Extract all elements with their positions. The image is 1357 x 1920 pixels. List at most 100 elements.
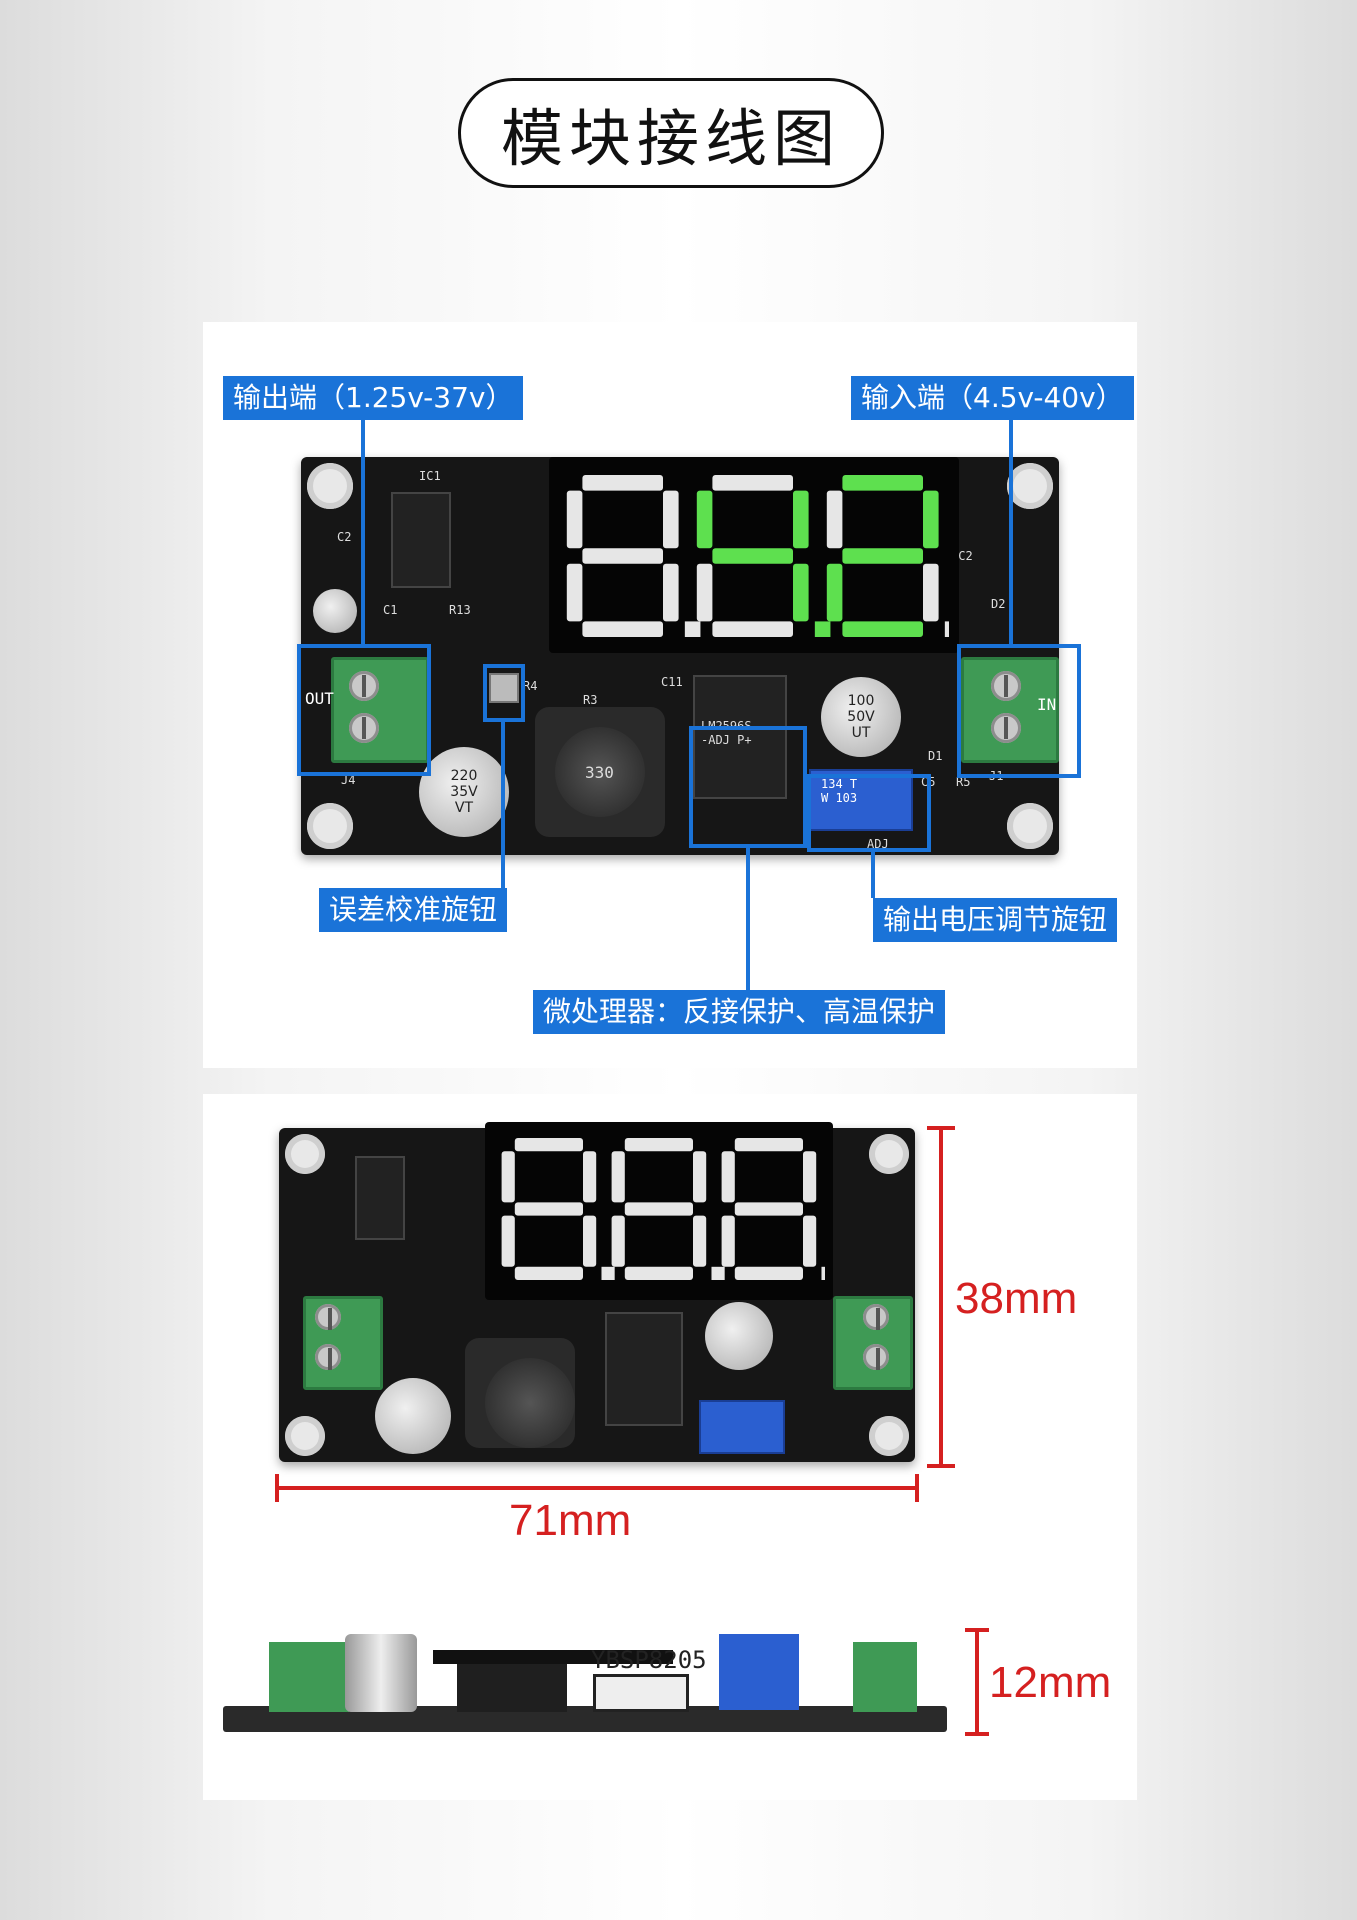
thickness-dim-line bbox=[975, 1630, 979, 1734]
out-silk: OUT bbox=[305, 689, 334, 708]
thickness-dim-cap bbox=[965, 1628, 989, 1632]
segment-b bbox=[693, 1151, 707, 1203]
j4-label: J4 bbox=[341, 773, 356, 787]
in-silk: IN bbox=[1037, 695, 1057, 714]
r13-label: R13 bbox=[449, 603, 471, 617]
voltage-trimmer bbox=[809, 769, 913, 831]
r3-label: R3 bbox=[583, 693, 598, 707]
mcu-label: 微处理器：反接保护、高温保护 bbox=[533, 990, 946, 1034]
output-terminal bbox=[303, 1296, 383, 1390]
input-frame bbox=[957, 644, 1081, 778]
error-knob-frame bbox=[483, 664, 525, 722]
ic1-chip bbox=[355, 1156, 405, 1240]
error-trimmer bbox=[489, 673, 519, 703]
capacitor-small bbox=[313, 589, 357, 633]
segment-f bbox=[696, 490, 713, 549]
segment-g bbox=[582, 548, 663, 564]
decimal-point bbox=[711, 1266, 725, 1280]
mcu-frame bbox=[689, 726, 807, 848]
screw bbox=[349, 713, 379, 743]
segment-a bbox=[582, 475, 663, 491]
segment-f bbox=[826, 490, 843, 549]
segment-a bbox=[712, 475, 793, 491]
width-dim-cap bbox=[915, 1474, 919, 1502]
voltage-trimmer bbox=[699, 1400, 785, 1454]
height-dim-cap bbox=[927, 1464, 955, 1468]
segment-b bbox=[793, 490, 809, 549]
pcb-board: IC1 C2 C1 R13 R4 R3 C11 IC2 D2 D1 J1 J4 … bbox=[301, 457, 1059, 855]
segment-b bbox=[803, 1151, 817, 1203]
c1-label: C1 bbox=[383, 603, 398, 617]
screw bbox=[315, 1304, 341, 1330]
segment-a bbox=[842, 475, 923, 491]
screw bbox=[863, 1304, 889, 1330]
voltage-knob-label: 输出电压调节旋钮 bbox=[873, 898, 1118, 942]
screw bbox=[991, 671, 1021, 701]
mount-hole bbox=[1007, 463, 1053, 509]
side-display bbox=[433, 1650, 673, 1664]
d2-label: D2 bbox=[991, 597, 1006, 611]
segment-d bbox=[734, 1266, 803, 1280]
segment-a bbox=[734, 1138, 803, 1152]
segment-d bbox=[624, 1266, 693, 1280]
output-terminal bbox=[331, 657, 429, 763]
segment-g bbox=[624, 1202, 693, 1216]
side-regulator bbox=[593, 1674, 689, 1712]
segment-f bbox=[566, 490, 583, 549]
width-dimension: 71mm bbox=[509, 1496, 632, 1545]
segment-c bbox=[793, 563, 809, 622]
mount-hole bbox=[1007, 803, 1053, 849]
segment-e bbox=[566, 563, 583, 622]
capacitor-220uf bbox=[375, 1378, 451, 1454]
ic1-chip bbox=[391, 492, 451, 588]
side-capacitor bbox=[345, 1634, 417, 1712]
segment-c bbox=[923, 563, 939, 622]
segment-g bbox=[712, 548, 793, 564]
decimal-point bbox=[814, 621, 831, 637]
segment-d bbox=[842, 621, 923, 637]
segment-a bbox=[624, 1138, 693, 1152]
voltage-leader bbox=[871, 852, 875, 898]
voltage-knob-frame bbox=[807, 774, 931, 852]
segment-e bbox=[611, 1215, 625, 1267]
segment-b bbox=[583, 1151, 597, 1203]
segment-e bbox=[501, 1215, 515, 1267]
r5-label: R5 bbox=[956, 775, 971, 789]
side-inductor bbox=[457, 1662, 567, 1712]
screw bbox=[863, 1344, 889, 1370]
regulator-chip bbox=[605, 1312, 683, 1426]
inductor bbox=[465, 1338, 575, 1448]
height-dimension: 38mm bbox=[955, 1274, 1078, 1323]
error-knob-label: 误差校准旋钮 bbox=[319, 888, 508, 932]
segment-digits-bottom bbox=[501, 1138, 825, 1280]
height-dim-cap bbox=[927, 1126, 955, 1130]
segment-digits-top bbox=[566, 475, 949, 637]
side-chip-text: YBSP8205 bbox=[591, 1646, 707, 1674]
mount-hole bbox=[285, 1416, 325, 1456]
r4-label: R4 bbox=[523, 679, 538, 693]
segment-d bbox=[514, 1266, 583, 1280]
segment-e bbox=[721, 1215, 735, 1267]
wiring-panel: IC1 C2 C1 R13 R4 R3 C11 IC2 D2 D1 J1 J4 … bbox=[203, 322, 1137, 1068]
side-trimmer bbox=[719, 1634, 799, 1710]
segment-g bbox=[514, 1202, 583, 1216]
side-terminal bbox=[853, 1642, 917, 1712]
height-dim-line bbox=[939, 1128, 943, 1466]
screw bbox=[349, 671, 379, 701]
dimension-panel: 38mm 71mm YBSP8205 12mm bbox=[203, 1094, 1137, 1800]
width-dim-line bbox=[277, 1486, 917, 1490]
input-label: 输入端（4.5v-40v） bbox=[851, 376, 1134, 420]
segment-c bbox=[583, 1215, 597, 1267]
screw bbox=[991, 713, 1021, 743]
segment-d bbox=[582, 621, 663, 637]
width-dim-cap bbox=[275, 1474, 279, 1502]
decimal-point bbox=[944, 621, 949, 637]
output-label: 输出端（1.25v-37v） bbox=[223, 376, 524, 420]
mount-hole bbox=[285, 1134, 325, 1174]
page-title: 模块接线图 bbox=[458, 78, 884, 188]
segment-c bbox=[663, 563, 679, 622]
segment-e bbox=[826, 563, 843, 622]
segment-c bbox=[803, 1215, 817, 1267]
error-leader bbox=[501, 722, 505, 888]
decimal-point bbox=[684, 621, 701, 637]
